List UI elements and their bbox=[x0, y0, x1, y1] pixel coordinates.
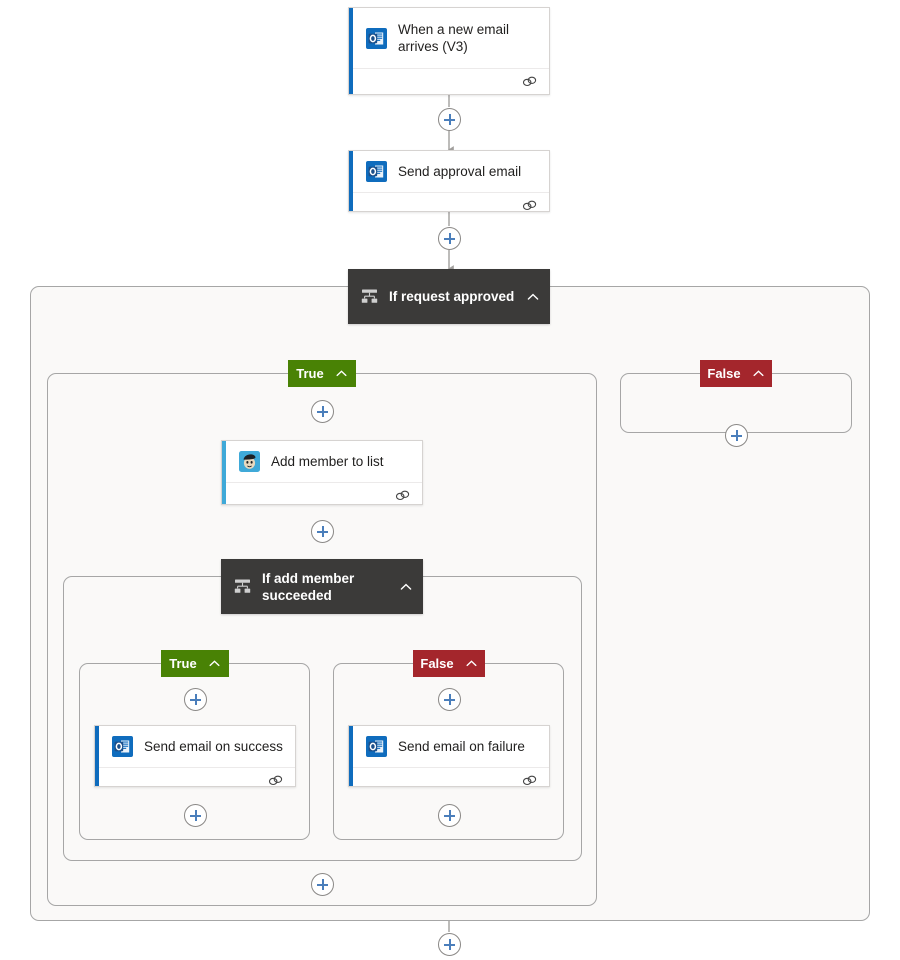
insert-after-send-approval-button[interactable] bbox=[438, 227, 461, 250]
card-accent-bar bbox=[95, 726, 99, 786]
card-accent-bar bbox=[349, 8, 353, 94]
link-icon[interactable] bbox=[268, 774, 283, 786]
action-card-trigger[interactable]: When a new email arrives (V3) bbox=[348, 7, 550, 95]
branch-label: False bbox=[707, 366, 741, 381]
insert-after-send-success-button[interactable] bbox=[184, 804, 207, 827]
insert-after-send-failure-button[interactable] bbox=[438, 804, 461, 827]
insert-in-outer-false-branch-button[interactable] bbox=[725, 424, 748, 447]
insert-before-send-success-button[interactable] bbox=[184, 688, 207, 711]
action-title: Send email on success bbox=[144, 739, 283, 754]
insert-before-send-failure-button[interactable] bbox=[438, 688, 461, 711]
card-accent-bar bbox=[222, 441, 226, 504]
insert-before-add-member-button[interactable] bbox=[311, 400, 334, 423]
chevron-up-icon[interactable] bbox=[526, 290, 540, 304]
card-accent-bar bbox=[349, 151, 353, 211]
branch-label: False bbox=[420, 656, 454, 671]
action-title: When a new email arrives (V3) bbox=[398, 22, 510, 54]
action-card-send-email-on-success[interactable]: Send email on success bbox=[94, 725, 296, 787]
condition-header-if-request-approved[interactable]: If request approved bbox=[348, 269, 550, 324]
link-icon[interactable] bbox=[395, 489, 410, 502]
condition-icon bbox=[233, 577, 252, 596]
card-accent-bar bbox=[349, 726, 353, 786]
action-title: Send approval email bbox=[398, 164, 522, 179]
action-title: Add member to list bbox=[271, 454, 384, 469]
condition-header-if-add-member-succeeded[interactable]: If add member succeeded bbox=[221, 559, 423, 614]
condition-title: If add member succeeded bbox=[262, 570, 355, 603]
outlook-icon bbox=[112, 736, 133, 757]
outlook-icon bbox=[366, 27, 387, 49]
link-icon[interactable] bbox=[522, 774, 537, 786]
branch-badge-outer-true[interactable]: True bbox=[288, 360, 356, 387]
link-icon[interactable] bbox=[522, 199, 537, 211]
action-card-send-email-on-failure[interactable]: Send email on failure bbox=[348, 725, 550, 787]
action-card-add-member-to-list[interactable]: Add member to list bbox=[221, 440, 423, 505]
chevron-up-icon[interactable] bbox=[399, 580, 413, 594]
insert-after-add-member-button[interactable] bbox=[311, 520, 334, 543]
outlook-icon bbox=[366, 736, 387, 757]
branch-label: True bbox=[296, 366, 324, 381]
insert-after-trigger-button[interactable] bbox=[438, 108, 461, 131]
chevron-up-icon[interactable] bbox=[335, 367, 348, 380]
branch-badge-inner-false[interactable]: False bbox=[413, 650, 485, 677]
branch-badge-inner-true[interactable]: True bbox=[161, 650, 229, 677]
card-footer bbox=[349, 767, 549, 786]
outlook-icon bbox=[366, 161, 387, 182]
condition-title: If request approved bbox=[389, 289, 515, 304]
chevron-up-icon[interactable] bbox=[752, 367, 765, 380]
card-footer bbox=[349, 68, 549, 94]
branch-badge-outer-false[interactable]: False bbox=[700, 360, 772, 387]
link-icon[interactable] bbox=[522, 75, 537, 88]
condition-icon bbox=[360, 287, 379, 306]
chevron-up-icon[interactable] bbox=[465, 657, 478, 670]
chevron-up-icon[interactable] bbox=[208, 657, 221, 670]
insert-after-outer-condition-button[interactable] bbox=[438, 933, 461, 956]
action-title: Send email on failure bbox=[398, 739, 525, 754]
card-footer bbox=[95, 767, 295, 786]
card-footer bbox=[222, 482, 422, 504]
action-card-send-approval-email[interactable]: Send approval email bbox=[348, 150, 550, 212]
card-footer bbox=[349, 192, 549, 211]
mailchimp-icon bbox=[239, 451, 260, 472]
branch-label: True bbox=[169, 656, 197, 671]
insert-after-inner-condition-button[interactable] bbox=[311, 873, 334, 896]
